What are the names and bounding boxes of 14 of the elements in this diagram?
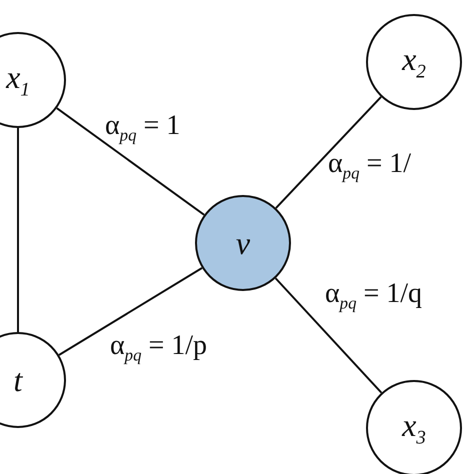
edge-label: α$_{pq}$ = 1/ xyxy=(328,150,412,182)
edge-label: α$_{pq}$ = 1 xyxy=(105,112,180,144)
connector-line xyxy=(17,128,19,332)
edge-label: α$_{pq}$ = 1/p xyxy=(110,332,208,364)
connector-line xyxy=(275,96,382,209)
node-label: x$_{1}$ xyxy=(6,60,30,100)
node-label: x$_{3}$ xyxy=(402,408,426,448)
node-label: v xyxy=(236,227,250,259)
connector-line xyxy=(274,278,382,394)
node-label: x$_{2}$ xyxy=(402,42,426,82)
edge-label: α$_{pq}$ = 1/q xyxy=(325,280,422,312)
connector-line xyxy=(58,267,203,356)
node-label: t xyxy=(14,364,22,396)
connector-line xyxy=(56,107,205,216)
